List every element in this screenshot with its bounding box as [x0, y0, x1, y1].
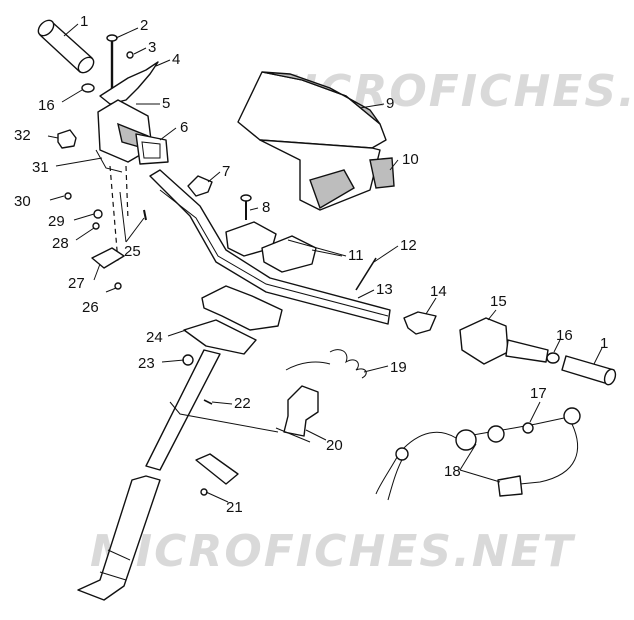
steering-block	[183, 285, 283, 355]
callout-19: 19	[390, 359, 407, 376]
clamp-bolt	[240, 194, 252, 220]
washer-left	[81, 83, 95, 93]
callout-23: 23	[138, 355, 155, 372]
cover-plate	[91, 247, 125, 269]
callout-1-right: 1	[600, 335, 608, 352]
callout-25: 25	[124, 243, 141, 260]
right-lever	[505, 339, 549, 363]
screw-22	[203, 399, 213, 405]
screw-12	[355, 257, 377, 291]
callout-6: 6	[180, 119, 188, 136]
screw-line-a	[109, 165, 119, 263]
grip-right	[561, 355, 617, 386]
handlebar-highlight	[159, 189, 389, 317]
steering-post-lower	[77, 475, 161, 601]
callout-22: 22	[234, 395, 251, 412]
switch-bracket	[403, 311, 437, 335]
callout-4: 4	[172, 51, 180, 68]
callout-2: 2	[140, 17, 148, 34]
grip-left	[37, 19, 95, 74]
right-control-housing	[459, 317, 509, 365]
housing-cover-edge	[95, 149, 123, 173]
throttle-lever	[99, 61, 159, 105]
callout-24: 24	[146, 329, 163, 346]
clip-7	[187, 175, 213, 197]
callout-11: 11	[348, 247, 364, 264]
clip	[57, 129, 77, 149]
screw-line-b	[125, 165, 129, 221]
throttle-housing	[97, 99, 169, 165]
callouts: 1 2 3 4 5 6 7 8 9 10 11 12 13 14 15 16 1…	[14, 13, 608, 516]
screw-26	[114, 282, 122, 290]
bracket-base	[275, 427, 311, 443]
callout-14: 14	[430, 283, 447, 300]
leader-lines	[47, 23, 603, 503]
handlebar	[149, 169, 391, 325]
callout-9: 9	[386, 95, 394, 112]
handlebar-hood	[237, 71, 395, 211]
callout-12: 12	[400, 237, 417, 254]
mount-line	[169, 401, 279, 433]
post-bracket-detail	[99, 549, 131, 581]
nut-23	[182, 354, 194, 366]
fastener-28	[92, 222, 100, 230]
washer-right	[546, 352, 560, 364]
fastener-29	[93, 209, 103, 219]
callout-20: 20	[326, 437, 343, 454]
callout-32: 32	[14, 127, 31, 144]
callout-28: 28	[52, 235, 69, 252]
small-nut	[126, 51, 134, 59]
callout-21: 21	[226, 499, 243, 516]
callout-16-right: 16	[556, 327, 573, 344]
callout-29: 29	[48, 213, 65, 230]
callout-26: 26	[82, 299, 99, 316]
callout-31: 31	[32, 159, 49, 176]
callout-3: 3	[148, 39, 156, 56]
callout-10: 10	[402, 151, 419, 168]
screw-25	[143, 209, 147, 221]
callout-1-left: 1	[80, 13, 88, 30]
bracket-20	[283, 385, 319, 437]
steering-post-upper	[145, 349, 221, 471]
callout-16-left: 16	[38, 97, 55, 114]
watermark-bottom: MICROFICHES.NET	[90, 526, 576, 577]
coil-cable	[285, 349, 367, 379]
callout-18: 18	[444, 463, 461, 480]
callout-15: 15	[490, 293, 507, 310]
clamp-lower	[261, 235, 317, 273]
pivot-pin	[106, 34, 118, 90]
callout-30: 30	[14, 193, 31, 210]
fastener-30	[64, 192, 72, 200]
kill-switch-harness	[375, 407, 581, 501]
callout-8: 8	[262, 199, 270, 216]
callout-13: 13	[376, 281, 393, 298]
callout-17: 17	[530, 385, 547, 402]
callout-5: 5	[162, 95, 170, 112]
callout-27: 27	[68, 275, 85, 292]
sleeve-21	[195, 453, 239, 485]
callout-7: 7	[222, 163, 230, 180]
